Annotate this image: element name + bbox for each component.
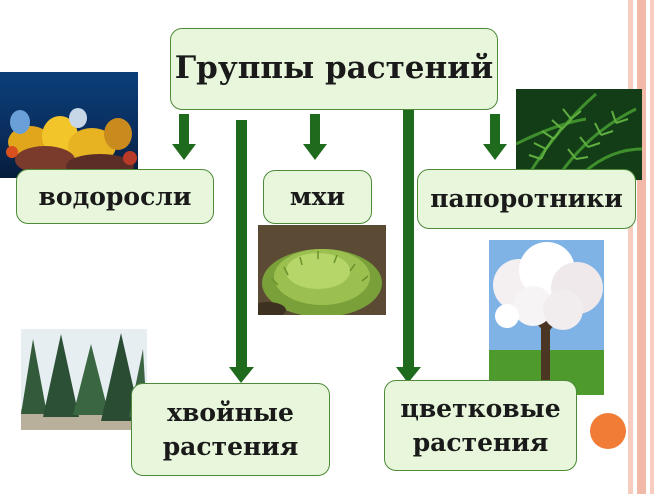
fern-photo: [516, 89, 642, 180]
moss-photo: [258, 225, 386, 315]
arrow-to-mosses: [310, 114, 320, 146]
group-label-ferns: папоротники: [430, 184, 623, 214]
arrow-to-ferns-head: [483, 144, 507, 160]
decorative-stripe: [637, 0, 646, 494]
group-box-ferns: папоротники: [417, 169, 636, 229]
arrow-to-conifers-head: [229, 367, 254, 383]
group-label-flowering: цветковые растения: [400, 393, 561, 457]
diagram-title: Группы растений: [174, 50, 494, 87]
arrow-to-algae-head: [172, 144, 196, 160]
group-box-conifers: хвойные растения: [131, 383, 330, 476]
arrow-to-conifers: [236, 120, 247, 370]
arrow-to-algae: [179, 114, 189, 146]
conifer-photo: [21, 329, 147, 430]
algae-photo: [0, 72, 138, 178]
group-label-mosses: мхи: [289, 182, 346, 212]
flowering-tree-photo: [489, 240, 604, 395]
decorative-stripe: [650, 0, 654, 494]
group-label-conifers: хвойные растения: [162, 397, 299, 461]
group-box-algae: водоросли: [16, 169, 214, 224]
group-label-algae: водоросли: [38, 181, 192, 211]
arrow-to-ferns: [490, 114, 500, 146]
arrow-to-flowering: [403, 110, 414, 370]
decorative-dot: [590, 413, 626, 449]
group-box-mosses: мхи: [263, 170, 372, 224]
arrow-to-flowering-head: [396, 367, 421, 383]
arrow-to-mosses-head: [303, 144, 327, 160]
decorative-stripe: [628, 0, 633, 494]
diagram-title-box: Группы растений: [170, 28, 498, 110]
group-box-flowering: цветковые растения: [384, 380, 577, 471]
